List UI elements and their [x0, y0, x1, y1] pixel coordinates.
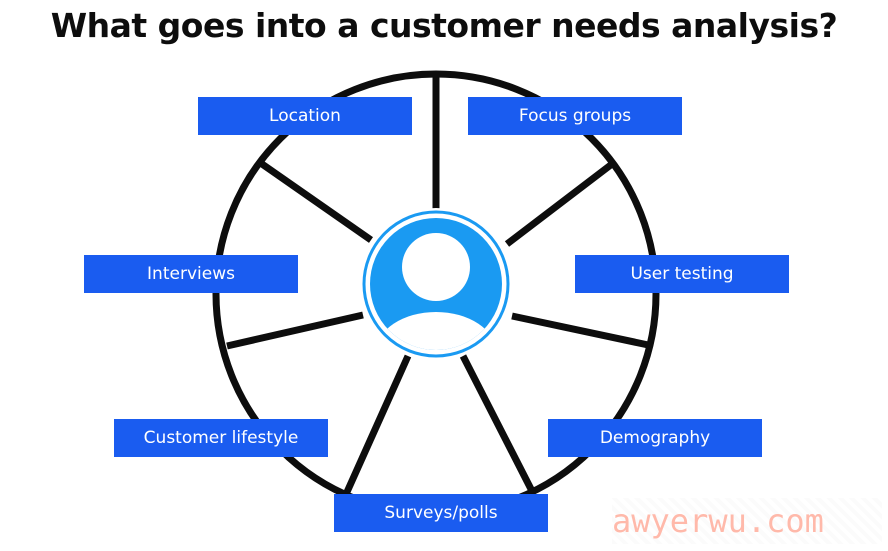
- spoke: [459, 354, 537, 495]
- label-text: Demography: [599, 428, 711, 448]
- label-text: Location: [269, 106, 341, 126]
- label-location: Location: [198, 97, 412, 135]
- label-user-testing: User testing: [575, 255, 789, 293]
- label-text: Surveys/polls: [384, 503, 498, 523]
- spoke: [504, 161, 615, 247]
- label-surveys-polls: Surveys/polls: [334, 494, 548, 532]
- label-text: User testing: [630, 264, 734, 284]
- spoke: [226, 311, 364, 350]
- spoke: [343, 354, 412, 494]
- label-customer-lifestyle: Customer lifestyle: [114, 419, 328, 457]
- label-focus-groups: Focus groups: [468, 97, 682, 135]
- label-text: Interviews: [147, 264, 235, 284]
- spoke: [511, 312, 654, 350]
- label-demography: Demography: [548, 419, 762, 457]
- label-text: Focus groups: [518, 106, 632, 126]
- label-text: Customer lifestyle: [143, 428, 299, 448]
- page-title: What goes into a customer needs analysis…: [50, 6, 838, 45]
- label-interviews: Interviews: [84, 255, 298, 293]
- spoke: [259, 161, 374, 243]
- user-icon: [376, 233, 496, 350]
- watermark: awyerwu.com: [612, 498, 882, 544]
- center-avatar: [360, 208, 512, 360]
